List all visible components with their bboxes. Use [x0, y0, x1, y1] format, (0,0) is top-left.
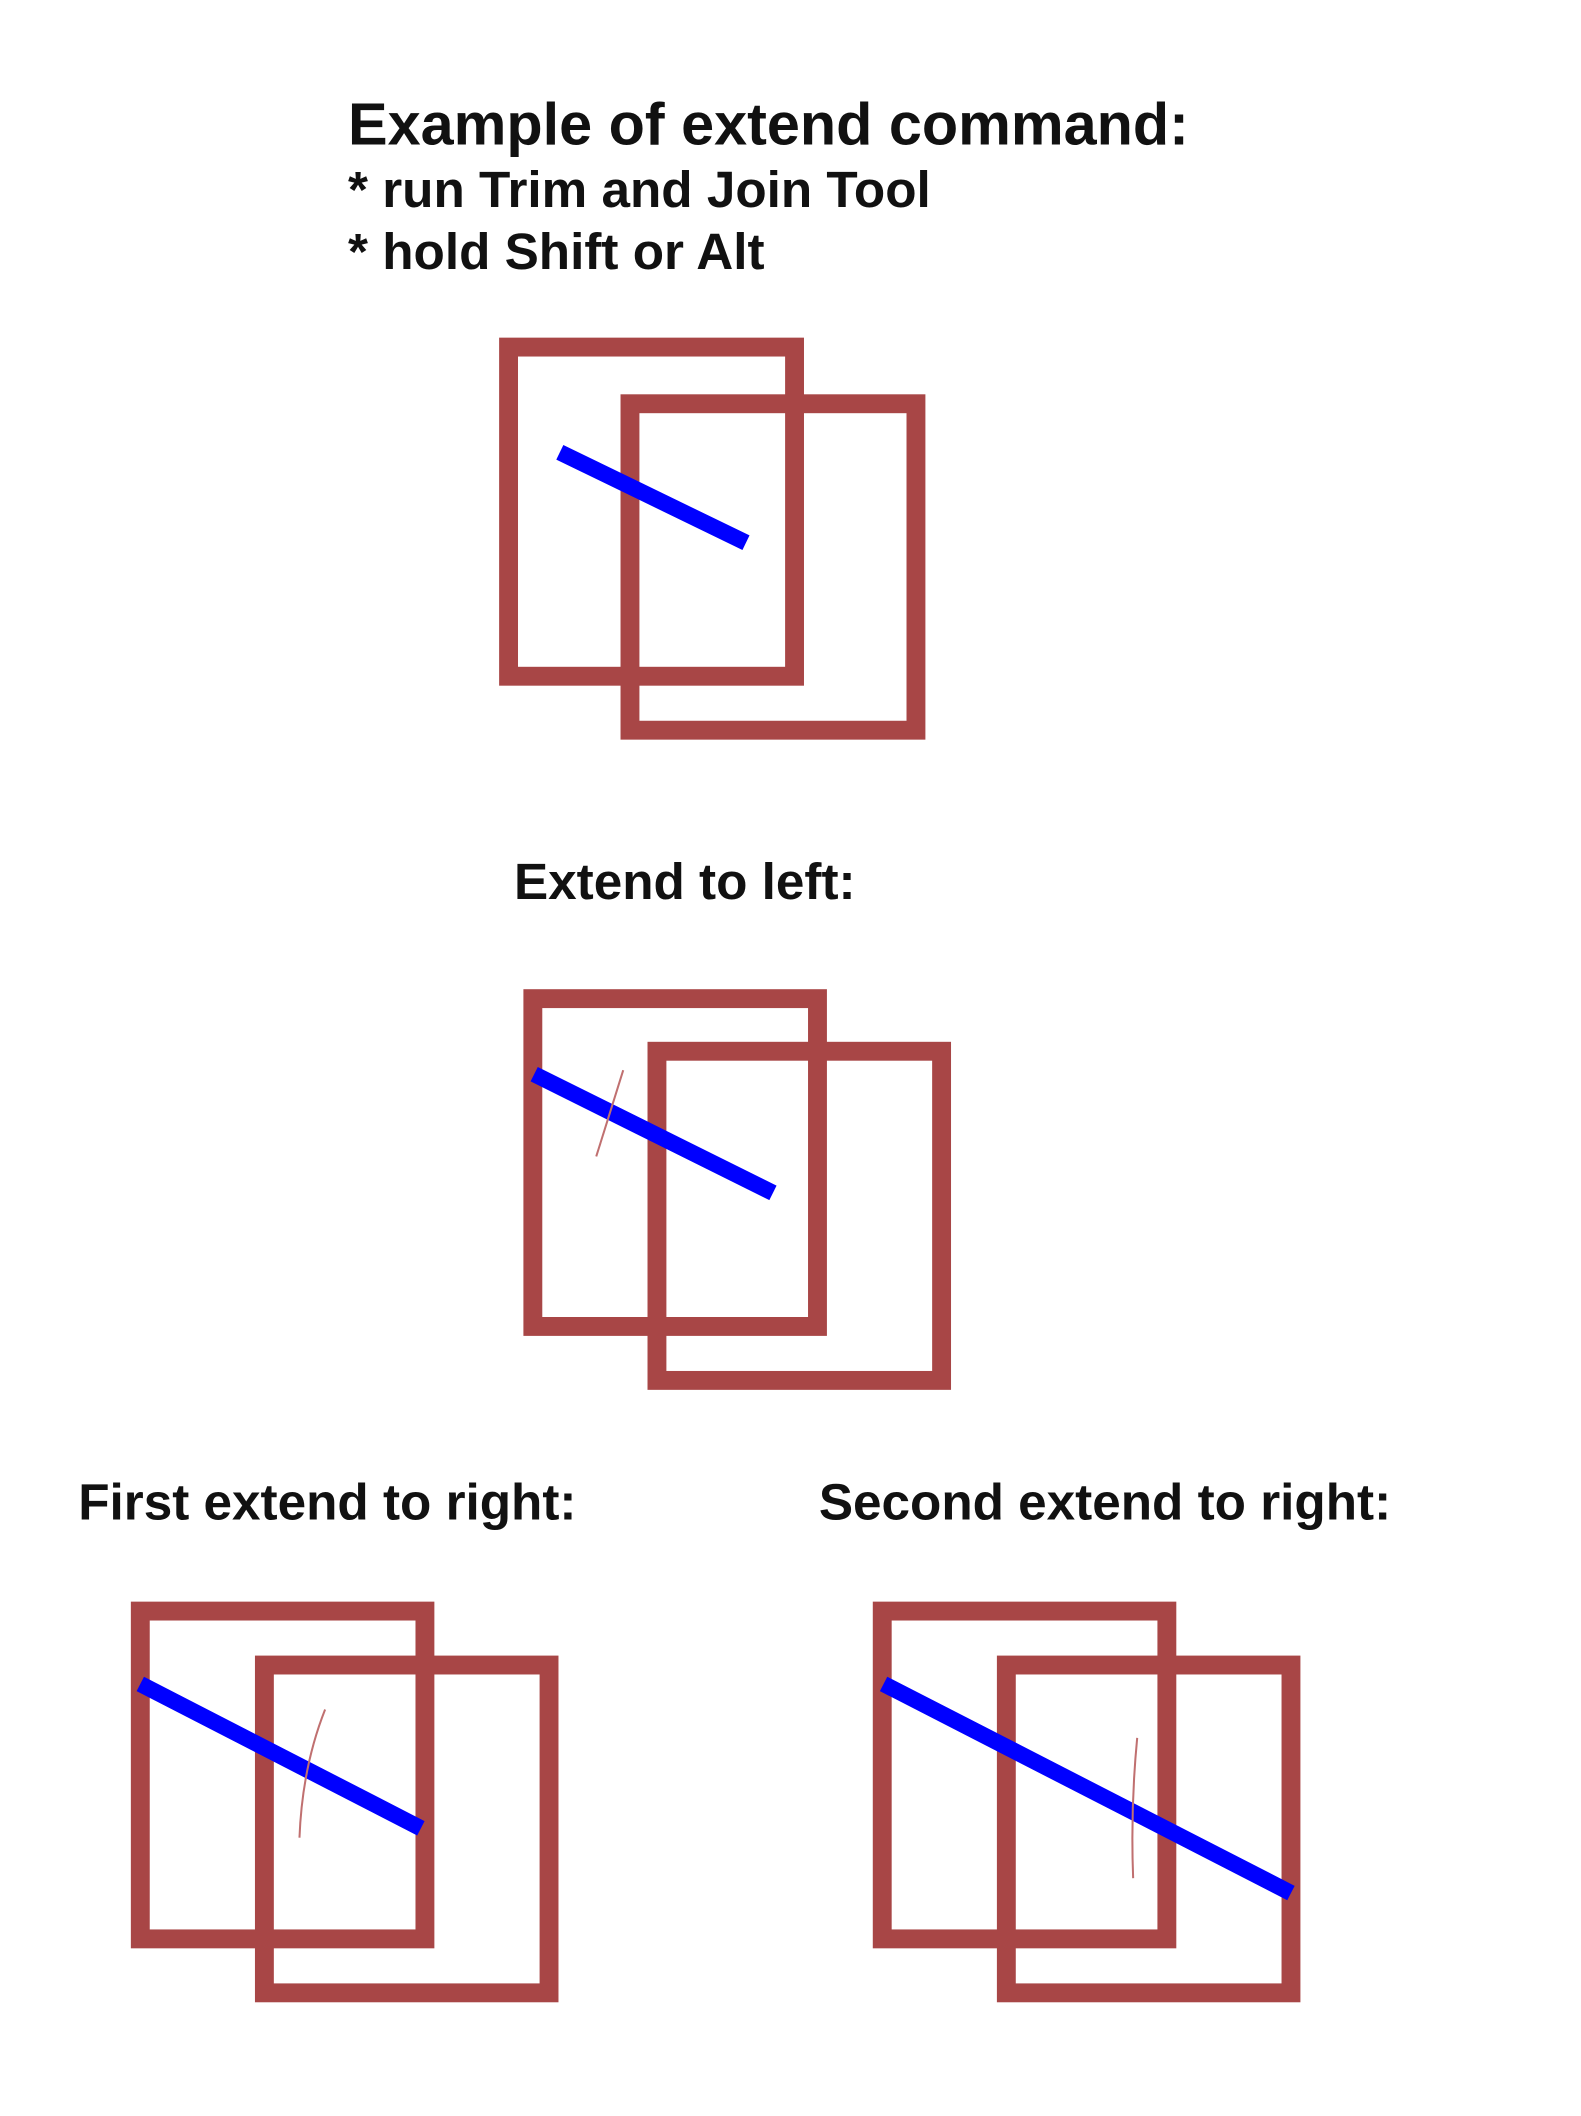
second-extend-right-diagram [872, 1601, 1301, 2003]
rectangle-a [523, 989, 827, 1336]
title: Example of extend command: [348, 91, 1189, 158]
label-first-extend-right: First extend to right: [78, 1473, 576, 1530]
rectangle-a [872, 1601, 1177, 1949]
rectangle-a [499, 337, 804, 686]
label-second-extend-right: Second extend to right: [819, 1473, 1391, 1530]
first-extend-right-diagram [130, 1601, 559, 2003]
label-extend-left: Extend to left: [514, 853, 856, 910]
blue-line [556, 445, 750, 550]
rectangle-b [620, 394, 926, 740]
step-2: * hold Shift or Alt [348, 223, 765, 280]
cut-mark [298, 1709, 327, 1838]
rectangle-a [130, 1601, 435, 1949]
blue-line [136, 1676, 425, 1836]
extend-left-diagram [523, 989, 952, 1390]
blue-line [530, 1066, 777, 1201]
cut-mark [1131, 1737, 1139, 1879]
cut-mark [595, 1069, 625, 1157]
rectangle-b [254, 1655, 559, 2003]
rectangle-b [647, 1041, 952, 1390]
original-diagram [499, 337, 926, 740]
rectangle-b [996, 1655, 1301, 2003]
step-1: * run Trim and Join Tool [348, 161, 931, 218]
blue-line [879, 1676, 1295, 1901]
